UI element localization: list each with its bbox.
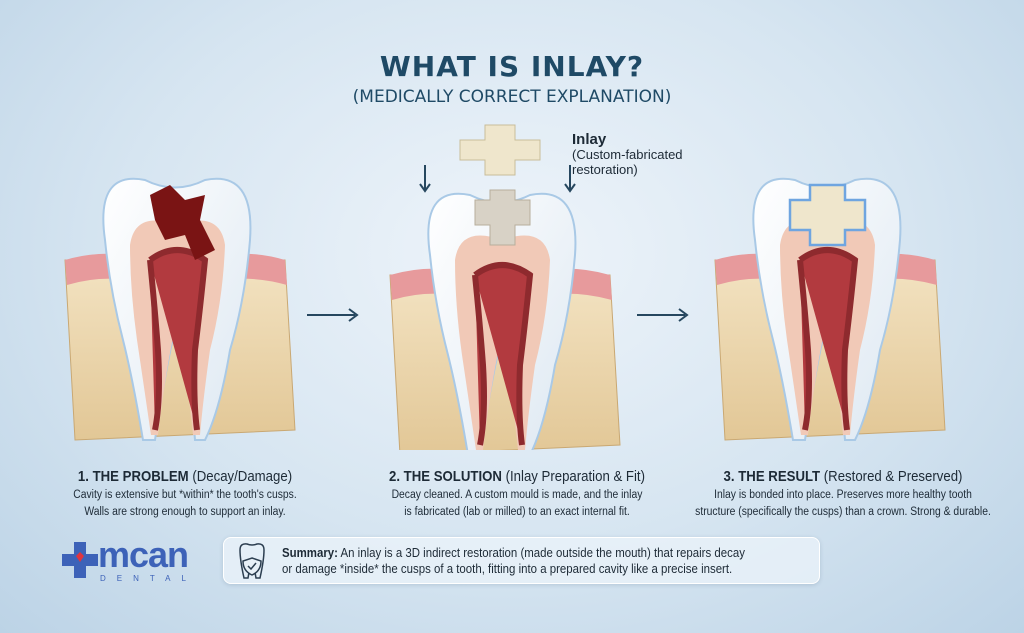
step-2-caption: 2. THE SOLUTION (Inlay Preparation & Fit…	[352, 468, 682, 519]
tooth-solution-illustration	[380, 124, 630, 450]
prepared-cavity	[474, 189, 531, 246]
step-description-line: Cavity is extensive but *within* the too…	[73, 489, 297, 501]
inlay-label: Inlay (Custom-fabricated restoration)	[572, 132, 683, 177]
mcan-dental-logo: mcan DENTAL	[60, 534, 190, 588]
summary-line1: An inlay is a 3D indirect restoration (m…	[340, 545, 745, 560]
step-description-line: Inlay is bonded into place. Preserves mo…	[714, 489, 972, 501]
page-title: WHAT IS INLAY?	[379, 50, 645, 83]
bonded-inlay	[788, 183, 867, 247]
tooth-result-illustration	[705, 150, 955, 450]
summary-label: Summary:	[282, 545, 338, 560]
arrow-down-icon	[419, 165, 576, 193]
step-1-caption: 1. THE PROBLEM (Decay/Damage) Cavity is …	[20, 468, 350, 519]
inlay-label-line1: (Custom-fabricated	[572, 147, 683, 162]
step-3-caption: 3. THE RESULT (Restored & Preserved) Inl…	[678, 468, 1008, 519]
medical-cross-icon	[62, 542, 98, 578]
step-description-line: is fabricated (lab or milled) to an exac…	[404, 506, 630, 518]
tooth-shield-icon	[239, 543, 265, 579]
step-subtitle: (Inlay Preparation & Fit)	[505, 468, 645, 485]
tooth-problem-illustration	[55, 150, 305, 450]
inlay-label-title: Inlay	[572, 131, 607, 148]
decay-cavity	[150, 185, 215, 260]
arrow-right-icon	[307, 308, 359, 322]
step-description-line: structure (specifically the cusps) than …	[695, 506, 991, 518]
summary-line2: or damage *inside* the cusps of a tooth,…	[282, 561, 733, 576]
step-subtitle: (Decay/Damage)	[192, 468, 293, 485]
logo-subtext: DENTAL	[100, 574, 197, 583]
logo-wordmark: mcan	[98, 534, 189, 575]
step-description-line: Decay cleaned. A custom mould is made, a…	[391, 489, 643, 501]
inlay-label-line2: restoration)	[572, 162, 638, 177]
step-description-line: Walls are strong enough to support an in…	[84, 506, 286, 518]
page-subtitle: (MEDICALLY CORRECT EXPLANATION)	[352, 87, 672, 107]
summary-box: Summary: An inlay is a 3D indirect resto…	[223, 537, 820, 584]
step-title: 3. THE RESULT	[723, 468, 821, 485]
inlay-piece	[459, 124, 541, 176]
step-title: 2. THE SOLUTION	[388, 468, 502, 485]
step-title: 1. THE PROBLEM	[77, 468, 189, 485]
arrow-right-icon	[637, 308, 689, 322]
step-subtitle: (Restored & Preserved)	[823, 468, 963, 485]
